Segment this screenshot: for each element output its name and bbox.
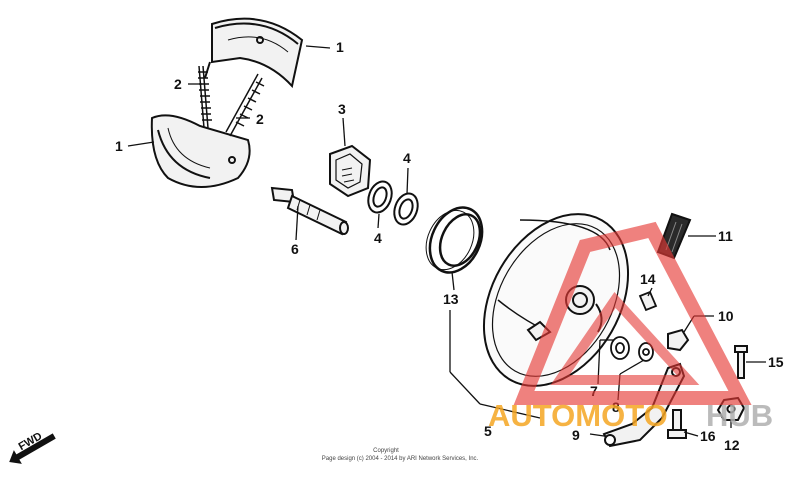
callout-9: 9 xyxy=(572,427,580,443)
callout-2-right: 2 xyxy=(256,111,264,127)
brake-spring-left xyxy=(198,65,212,129)
callout-6: 6 xyxy=(291,241,299,257)
watermark-triangle-outer xyxy=(513,221,752,405)
automotohub-watermark: AUTOMOTO HUB xyxy=(488,221,773,433)
callout-12: 12 xyxy=(724,437,740,453)
brake-spring-right xyxy=(225,73,265,137)
callout-16: 16 xyxy=(700,428,716,444)
indicator-cap xyxy=(667,328,690,352)
watermark-text-hub: HUB xyxy=(706,398,773,433)
indicator-washer xyxy=(610,336,630,360)
brake-arm-bolt xyxy=(667,409,687,439)
copyright-line2: Page design (c) 2004 - 2014 by ARI Netwo… xyxy=(322,456,479,462)
copyright-line1: Copyright xyxy=(373,448,399,454)
callout-4-lower: 4 xyxy=(374,230,382,246)
indicator-plate xyxy=(638,342,654,362)
callout-15: 15 xyxy=(768,354,784,370)
watermark-triangle-inner xyxy=(550,291,700,385)
callout-3: 3 xyxy=(338,101,346,117)
callout-2-left: 2 xyxy=(174,76,182,92)
callout-11: 11 xyxy=(718,228,733,244)
panel-bolt xyxy=(734,345,748,379)
fwd-arrow-icon: FWD xyxy=(9,430,56,464)
brake-shoe-lower xyxy=(150,114,251,188)
brake-cam-shaft xyxy=(270,186,349,236)
leader-lines xyxy=(127,45,766,437)
brake-cam-gear xyxy=(329,144,372,198)
callout-5: 5 xyxy=(484,423,492,439)
callout-8: 8 xyxy=(612,399,620,415)
callout-1-upper: 1 xyxy=(336,39,344,55)
callout-13: 13 xyxy=(443,291,459,307)
washer-right xyxy=(393,192,419,226)
callout-10: 10 xyxy=(718,308,734,324)
callout-14: 14 xyxy=(640,271,656,287)
brake-shoe-upper xyxy=(204,17,304,89)
indicator-pin xyxy=(638,290,658,312)
watermark-text-auto: AUTOMOTO xyxy=(488,398,668,433)
washer-left xyxy=(367,180,393,214)
callout-4-upper: 4 xyxy=(403,150,411,166)
callout-1-lower: 1 xyxy=(115,138,123,154)
oil-seal xyxy=(425,206,484,274)
